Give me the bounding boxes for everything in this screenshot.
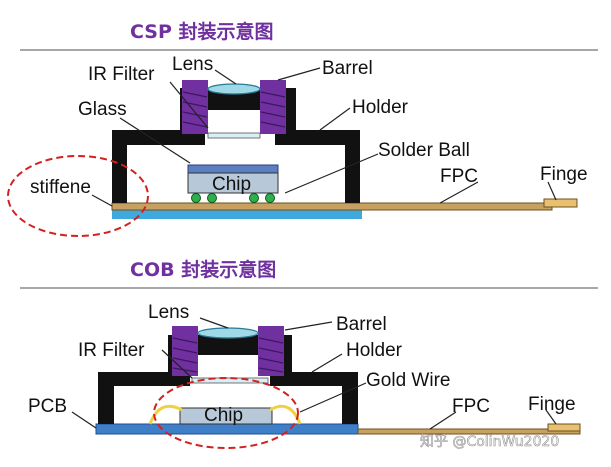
cob-label-gold-wire: Gold Wire (366, 370, 450, 391)
cob-title: COB 封装示意图 (130, 258, 276, 281)
csp-ir-filter (207, 132, 261, 139)
cob-label-finger: Finge (528, 394, 576, 415)
cob-ir-filter (191, 377, 269, 384)
watermark: 知乎 @ColinWu2020 (420, 433, 559, 450)
csp-stiffener (112, 210, 362, 219)
csp-fpc (111, 202, 553, 211)
cob-label-lens: Lens (148, 302, 189, 323)
csp-label-solder-ball: Solder Ball (378, 140, 470, 161)
csp-label-fpc: FPC (440, 166, 478, 187)
cob-label-chip: Chip (204, 405, 243, 426)
csp-diagram: CSP 封装示意图 (7, 20, 598, 237)
csp-highlight-circle (7, 155, 149, 237)
cob-gold-wire (148, 404, 302, 425)
cob-chip (179, 407, 273, 425)
csp-label-chip: Chip (212, 174, 251, 195)
cob-leader-lines (71, 317, 557, 430)
csp-finger (543, 198, 578, 208)
csp-label-stiffener: stiffene (30, 177, 91, 198)
cob-diagram: COB 封装示意图 (20, 258, 598, 449)
csp-glass (187, 164, 279, 174)
csp-solder-balls (191, 193, 275, 203)
csp-label-barrel: Barrel (322, 58, 373, 79)
cob-finger (547, 423, 581, 432)
cob-label-fpc: FPC (452, 396, 490, 417)
csp-title: CSP 封装示意图 (130, 20, 274, 43)
csp-leader-lines (91, 67, 557, 207)
csp-lens (207, 83, 261, 95)
cob-lens (197, 327, 259, 339)
cob-label-holder: Holder (346, 340, 403, 361)
csp-label-lens: Lens (172, 54, 213, 75)
cob-label-ir-filter: IR Filter (78, 340, 145, 361)
cob-holder (98, 335, 358, 424)
csp-chip (187, 172, 279, 194)
cob-label-pcb: PCB (28, 396, 67, 417)
cob-barrel-thread (172, 337, 284, 373)
cob-label-barrel: Barrel (336, 314, 387, 335)
csp-label-ir-filter: IR Filter (88, 64, 155, 85)
csp-label-glass: Glass (78, 99, 127, 120)
csp-barrel-thread (182, 91, 286, 128)
csp-label-finger: Finge (540, 164, 588, 185)
cob-highlight-circle (153, 377, 299, 449)
csp-label-holder: Holder (352, 97, 409, 118)
